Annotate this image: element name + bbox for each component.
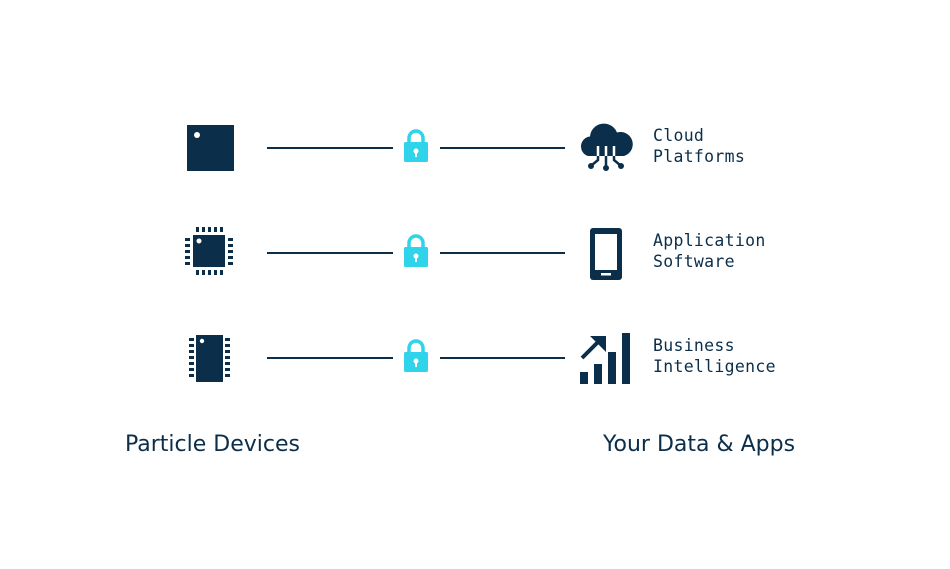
destination-label: Business Intelligence xyxy=(653,335,853,377)
bar-chart-icon xyxy=(576,328,636,388)
lock-icon xyxy=(402,339,430,373)
connection-row-application: Application Software xyxy=(0,223,950,283)
lock-icon xyxy=(402,129,430,163)
connector-line xyxy=(267,147,393,149)
destination-label: Cloud Platforms xyxy=(653,125,853,167)
connector-line xyxy=(267,357,393,359)
label-line: Software xyxy=(653,252,735,271)
label-line: Application xyxy=(653,231,766,250)
connection-row-cloud: Cloud Platforms xyxy=(0,118,950,178)
connection-row-business: Business Intelligence xyxy=(0,328,950,388)
label-line: Cloud xyxy=(653,126,705,145)
cloud-icon xyxy=(576,118,636,178)
dip-chip-icon xyxy=(180,328,240,388)
connector-line xyxy=(267,252,393,254)
label-line: Platforms xyxy=(653,147,746,166)
destination-label: Application Software xyxy=(653,230,853,272)
connector-line xyxy=(440,357,565,359)
particle-devices-caption: Particle Devices xyxy=(125,432,300,457)
smartphone-icon xyxy=(576,223,636,283)
connector-line xyxy=(440,147,565,149)
connector-line xyxy=(440,252,565,254)
square-chip-icon xyxy=(180,118,240,178)
lock-icon xyxy=(402,234,430,268)
microcontroller-chip-icon xyxy=(180,223,240,283)
label-line: Business xyxy=(653,336,735,355)
data-apps-caption: Your Data & Apps xyxy=(603,432,796,457)
label-line: Intelligence xyxy=(653,357,776,376)
